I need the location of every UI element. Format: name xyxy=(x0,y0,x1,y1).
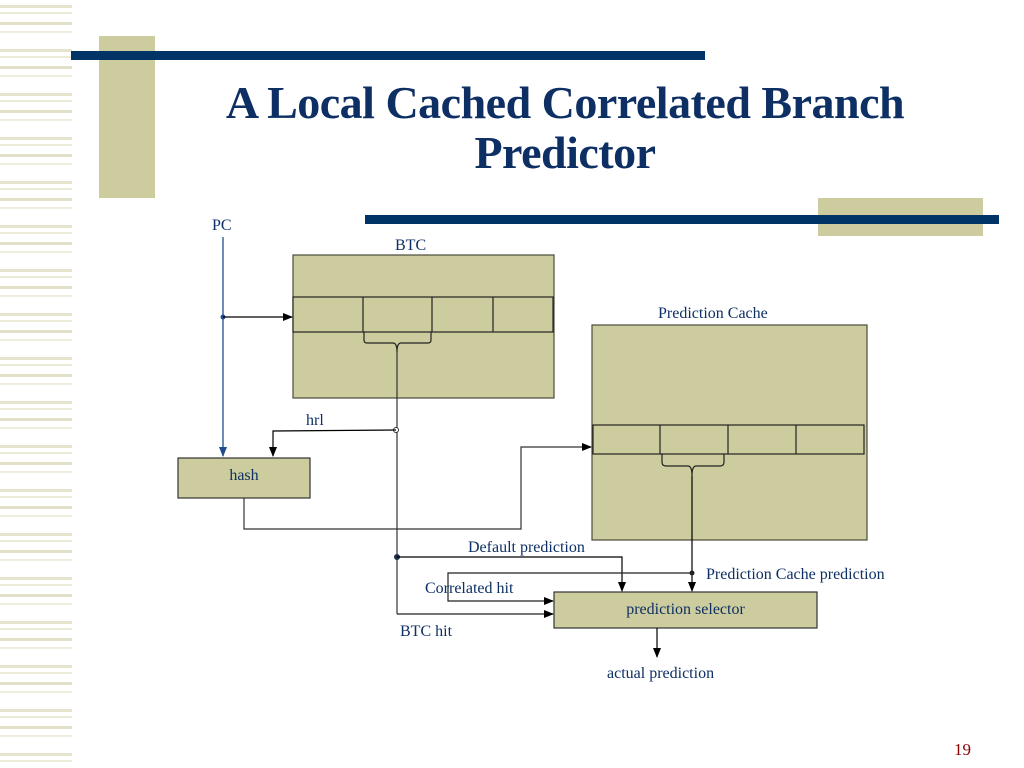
slide-title-line2: Predictor xyxy=(474,127,656,178)
left-stripe-decoration xyxy=(0,0,72,768)
title-accent-bar-top xyxy=(71,51,705,60)
prediction-cache-label: Prediction Cache xyxy=(658,305,768,322)
btc-entry-row xyxy=(292,296,554,333)
default-prediction-arrow xyxy=(397,556,626,592)
title-accent-block xyxy=(99,36,155,198)
page-number: 19 xyxy=(954,740,971,759)
default-prediction-label: Default prediction xyxy=(468,539,585,556)
hash-box-label: hash xyxy=(229,467,259,484)
actual-prediction-label: actual prediction xyxy=(607,665,715,682)
hash-to-prediction-cache-arrow xyxy=(243,443,592,530)
prediction-selector-label: prediction selector xyxy=(626,601,745,618)
divider-accent-bar xyxy=(365,215,999,224)
slide-title: A Local Cached Correlated Branch Predict… xyxy=(150,78,980,178)
pc-label: PC xyxy=(212,217,232,234)
slide-title-line1: A Local Cached Correlated Branch xyxy=(225,77,905,128)
correlated-hit-arrow xyxy=(447,572,692,605)
prediction-cache-entry-row xyxy=(592,424,865,455)
correlated-hit-label: Correlated hit xyxy=(425,580,514,597)
hrl-to-hash-arrow xyxy=(269,429,397,457)
prediction-cache-prediction-label: Prediction Cache prediction xyxy=(706,566,885,583)
btc-hit-label: BTC hit xyxy=(400,623,453,640)
btc-label: BTC xyxy=(395,237,427,254)
hrl-label: hrl xyxy=(306,412,324,429)
prediction-selector-box xyxy=(553,591,818,629)
